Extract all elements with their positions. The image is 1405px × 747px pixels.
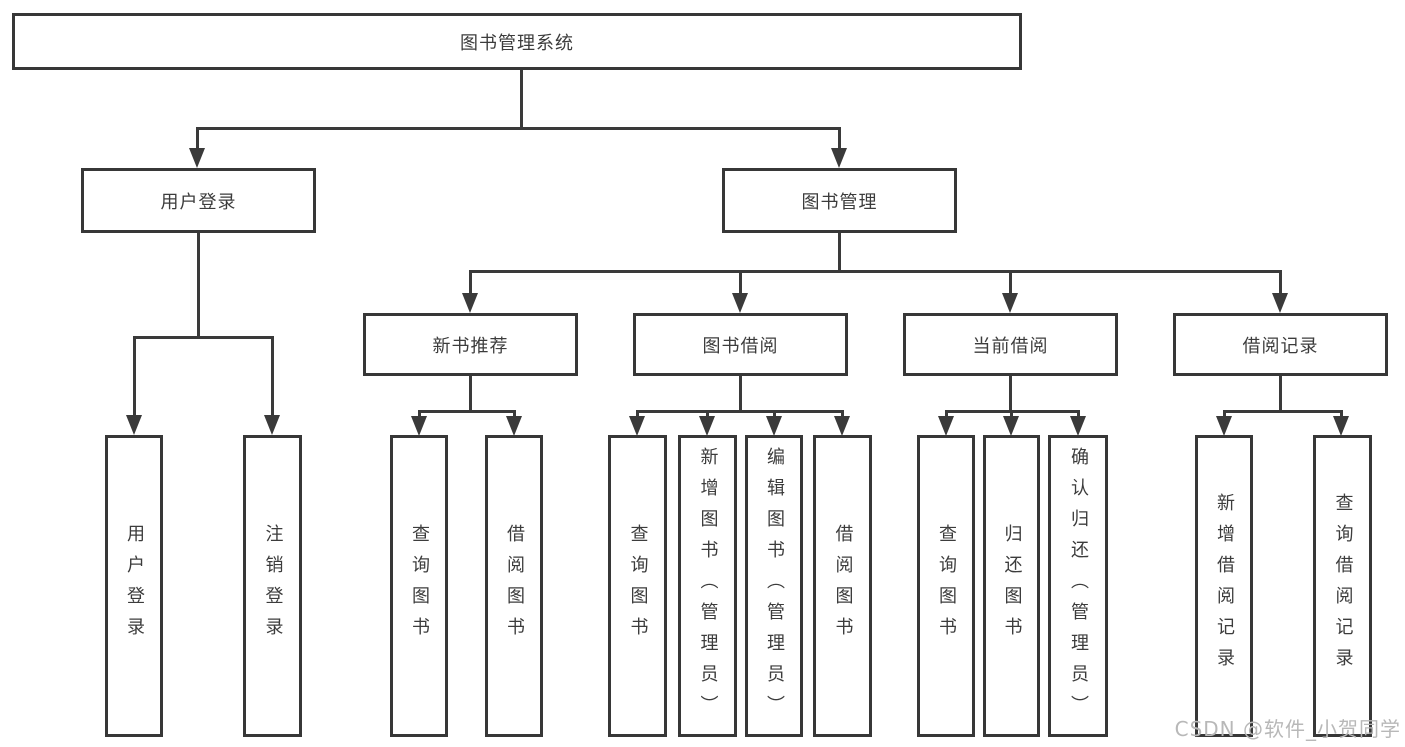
node-leaf-borrow-query: 查询图书 (608, 435, 667, 737)
connector-line (1223, 410, 1343, 413)
arrow-down-icon (1070, 416, 1086, 436)
node-leaf-newbook-query: 查询图书 (390, 435, 448, 737)
node-leaf-record-query: 查询借阅记录 (1313, 435, 1372, 737)
node-user-login: 用户登录 (81, 168, 316, 233)
connector-line (196, 127, 841, 130)
arrow-down-icon (1216, 416, 1232, 436)
node-current-borrow: 当前借阅 (903, 313, 1118, 376)
connector-line (841, 410, 844, 419)
connector-line (520, 70, 523, 130)
connector-line (196, 127, 199, 151)
node-leaf-current-return: 归还图书 (983, 435, 1040, 737)
connector-line (739, 376, 742, 412)
connector-line (1009, 376, 1012, 412)
arrow-down-icon (834, 416, 850, 436)
arrow-down-icon (462, 293, 478, 313)
arrow-down-icon (766, 416, 782, 436)
connector-line (469, 270, 472, 296)
arrow-down-icon (506, 416, 522, 436)
connector-line (197, 233, 200, 339)
connector-line (418, 410, 421, 419)
connector-line (706, 410, 709, 419)
arrow-down-icon (1003, 416, 1019, 436)
arrow-down-icon (1333, 416, 1349, 436)
connector-line (1279, 376, 1282, 412)
arrow-down-icon (1272, 293, 1288, 313)
connector-line (773, 410, 776, 419)
node-root-system: 图书管理系统 (12, 13, 1022, 70)
connector-line (636, 410, 844, 413)
watermark: CSDN @软件_小贺同学 (1174, 717, 1401, 741)
node-book-borrow: 图书借阅 (633, 313, 848, 376)
connector-line (739, 270, 742, 296)
node-leaf-user-login: 用户登录 (105, 435, 163, 737)
arrow-down-icon (189, 148, 205, 168)
connector-line (838, 127, 841, 151)
connector-line (133, 336, 274, 339)
node-leaf-borrow-add-admin: 新增图书（管理员） (678, 435, 737, 737)
connector-line (1223, 410, 1226, 419)
connector-line (945, 410, 948, 419)
arrow-down-icon (831, 148, 847, 168)
connector-line (838, 233, 841, 273)
node-leaf-current-confirm-admin: 确认归还（管理员） (1048, 435, 1108, 737)
connector-line (1010, 410, 1013, 419)
arrow-down-icon (938, 416, 954, 436)
arrow-down-icon (732, 293, 748, 313)
connector-line (418, 410, 516, 413)
connector-line (636, 410, 639, 419)
node-book-management: 图书管理 (722, 168, 957, 233)
connector-line (469, 376, 472, 412)
node-new-book-recommend: 新书推荐 (363, 313, 578, 376)
connector-line (513, 410, 516, 419)
node-leaf-record-add: 新增借阅记录 (1195, 435, 1253, 737)
node-leaf-current-query: 查询图书 (917, 435, 975, 737)
arrow-down-icon (699, 416, 715, 436)
connector-line (1077, 410, 1080, 419)
connector-line (133, 336, 136, 418)
connector-line (469, 270, 1282, 273)
connector-line (271, 336, 274, 418)
arrow-down-icon (126, 415, 142, 435)
node-leaf-logout: 注销登录 (243, 435, 302, 737)
node-borrow-records: 借阅记录 (1173, 313, 1388, 376)
node-leaf-newbook-borrow: 借阅图书 (485, 435, 543, 737)
arrow-down-icon (264, 415, 280, 435)
node-leaf-borrow-borrow: 借阅图书 (813, 435, 872, 737)
connector-line (1340, 410, 1343, 419)
arrow-down-icon (629, 416, 645, 436)
arrow-down-icon (1002, 293, 1018, 313)
connector-line (1009, 270, 1012, 296)
connector-line (1279, 270, 1282, 296)
node-leaf-borrow-edit-admin: 编辑图书（管理员） (745, 435, 803, 737)
arrow-down-icon (411, 416, 427, 436)
